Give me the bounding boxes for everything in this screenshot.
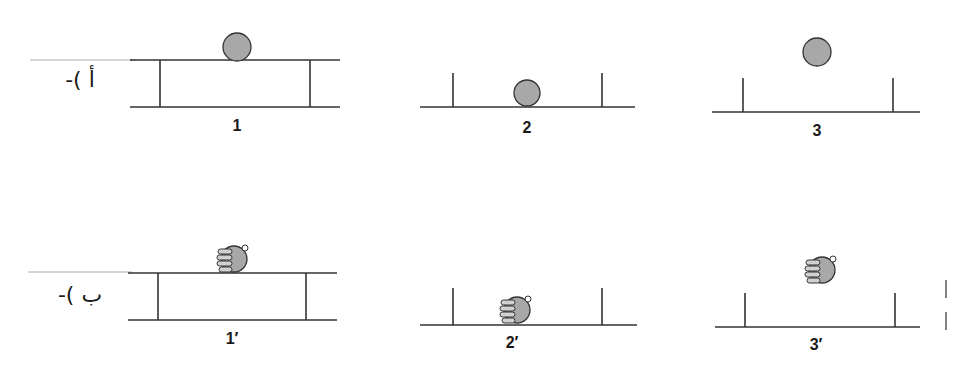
- hand-ball: [805, 256, 836, 283]
- table-leg: [894, 293, 896, 327]
- figure-number: 1: [233, 118, 242, 134]
- table-leg: [309, 60, 311, 107]
- hand-ball: [500, 296, 531, 323]
- table-leg: [305, 273, 307, 320]
- floor: [130, 106, 340, 108]
- table-leg: [159, 60, 161, 107]
- ball: [803, 38, 831, 66]
- table-leg: [892, 78, 894, 112]
- ball: [514, 80, 540, 106]
- figure-number: 3′: [810, 337, 823, 353]
- table-leg: [157, 273, 159, 320]
- table-leg: [452, 288, 454, 325]
- table-leg: [601, 288, 603, 325]
- hand-ball: [217, 245, 248, 272]
- table-leg: [601, 73, 603, 107]
- edge-mark: [945, 312, 946, 330]
- table-leg: [452, 73, 454, 107]
- row-rule: [30, 60, 135, 61]
- table-leg: [742, 78, 744, 112]
- figure-number: 1′: [226, 331, 239, 347]
- figure-number: 2′: [506, 335, 519, 351]
- row-rule: [28, 272, 132, 273]
- table-leg: [744, 293, 746, 327]
- row-label: ب )-: [58, 284, 102, 306]
- ball: [223, 33, 251, 61]
- figure-number: 3: [813, 123, 822, 139]
- edge-mark: [945, 280, 946, 298]
- figure-number: 2: [523, 120, 532, 136]
- row-label: أ )-: [65, 69, 95, 91]
